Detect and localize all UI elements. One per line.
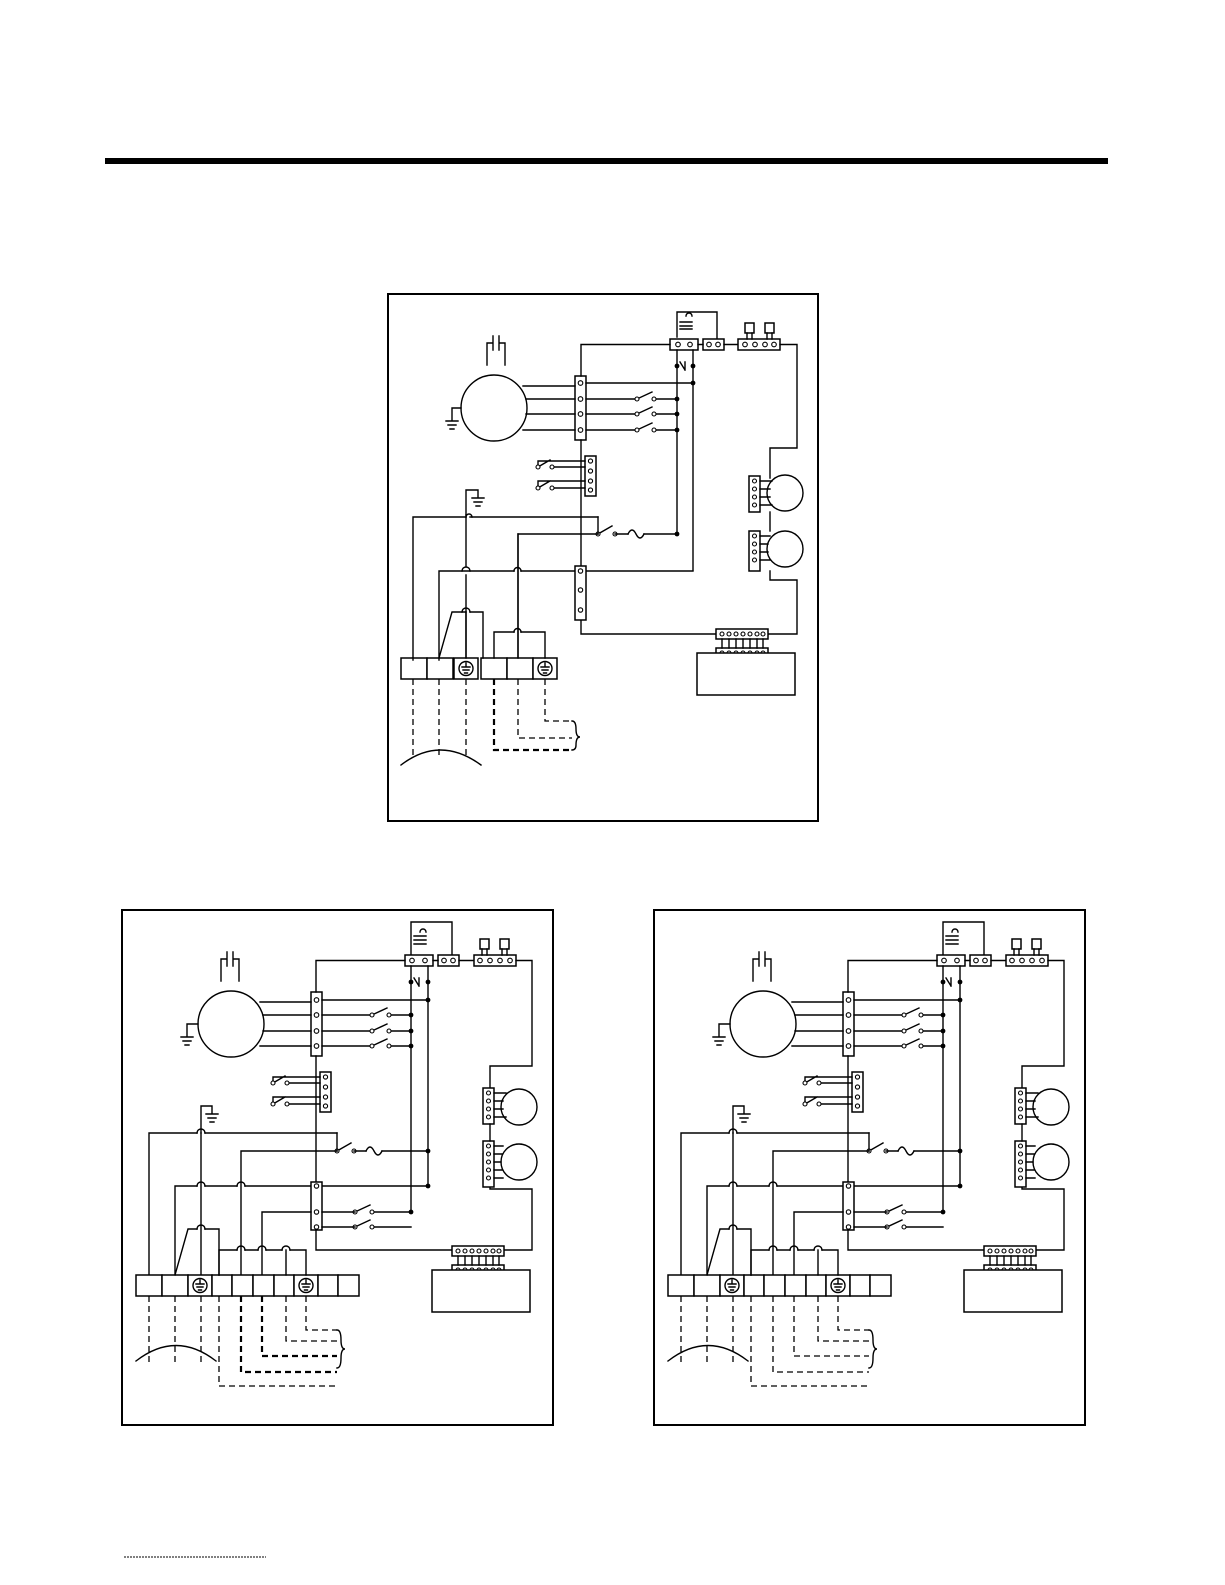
wiring-diagram-bottom-left bbox=[122, 910, 553, 1425]
header-rule bbox=[105, 158, 1108, 164]
wiring-diagram-bottom-right bbox=[654, 910, 1085, 1425]
terminal-block bbox=[311, 1182, 322, 1230]
control-board bbox=[697, 653, 795, 695]
wiring-diagram-top bbox=[388, 294, 818, 821]
control-board bbox=[432, 1270, 530, 1312]
terminal-block bbox=[843, 1182, 854, 1230]
control-board bbox=[964, 1270, 1062, 1312]
